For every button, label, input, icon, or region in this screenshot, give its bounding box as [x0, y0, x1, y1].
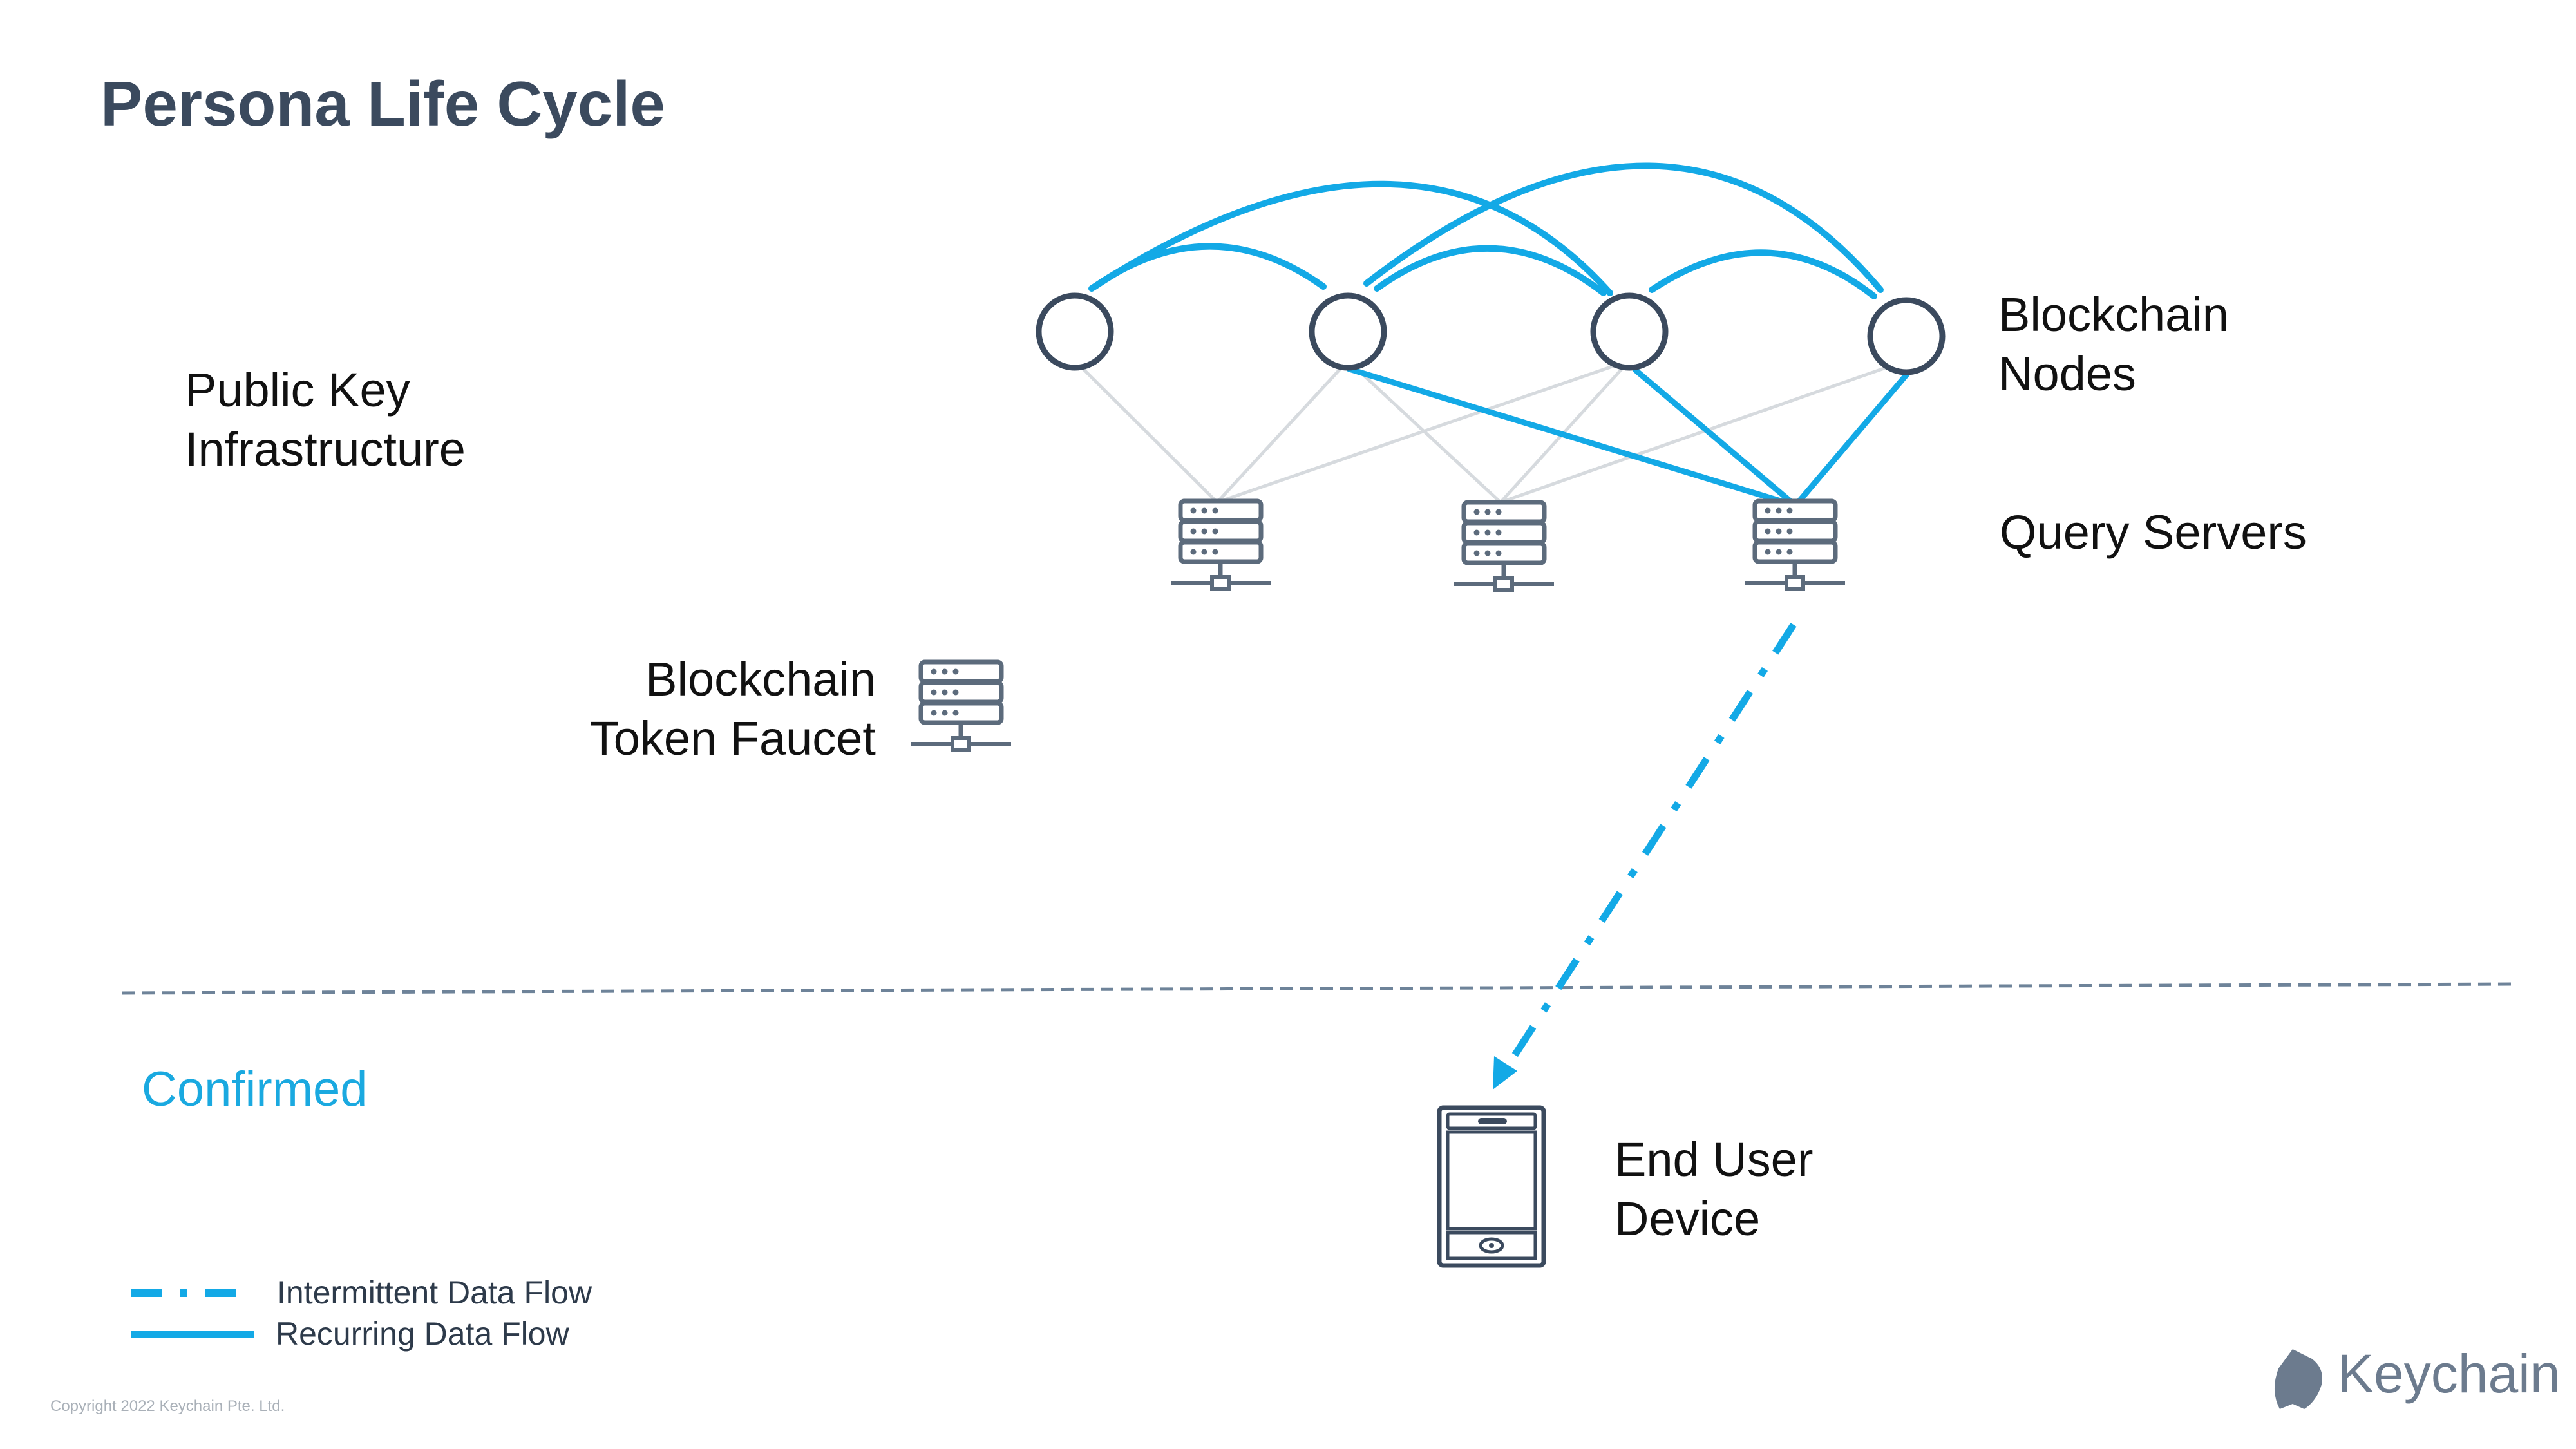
circle-node-icon: [1590, 292, 1669, 371]
blockchain-nodes-label: Blockchain Nodes: [1998, 288, 2229, 401]
arrow-head-icon: [1493, 1056, 1517, 1090]
server-icon: [911, 662, 1011, 750]
blockchain-nodes: [1036, 292, 1946, 375]
node-arcs: [1088, 162, 1884, 299]
circle-node-icon: [1867, 297, 1946, 375]
pki-label: Public Key Infrastructure: [185, 363, 466, 476]
confirmed-label: Confirmed: [142, 1062, 368, 1117]
faint-links: [1074, 359, 1907, 504]
divider-line: [122, 982, 2515, 995]
circle-node-icon: [1309, 292, 1387, 371]
server-icon: [1745, 501, 1845, 589]
server-icon: [1454, 502, 1554, 590]
brand-name: Keychain: [2338, 1343, 2561, 1404]
phone-icon: [1437, 1105, 1546, 1268]
page-title: Persona Life Cycle: [100, 68, 665, 139]
intermittent-flow: [1501, 623, 1797, 1074]
query-servers-label: Query Servers: [2000, 506, 2307, 559]
copyright-text: Copyright 2022 Keychain Pte. Ltd.: [50, 1397, 285, 1415]
token-faucet-label: Blockchain Token Faucet: [589, 652, 876, 765]
end-user-device-label: End User Device: [1615, 1133, 1814, 1245]
legend-recurring-label: Recurring Data Flow: [276, 1316, 569, 1352]
keychain-logo-icon: [2274, 1349, 2322, 1409]
legend-intermittent-label: Intermittent Data Flow: [277, 1274, 592, 1311]
circle-node-icon: [1036, 292, 1114, 371]
recurring-links: [1346, 366, 1911, 509]
server-icon: [1171, 501, 1271, 589]
